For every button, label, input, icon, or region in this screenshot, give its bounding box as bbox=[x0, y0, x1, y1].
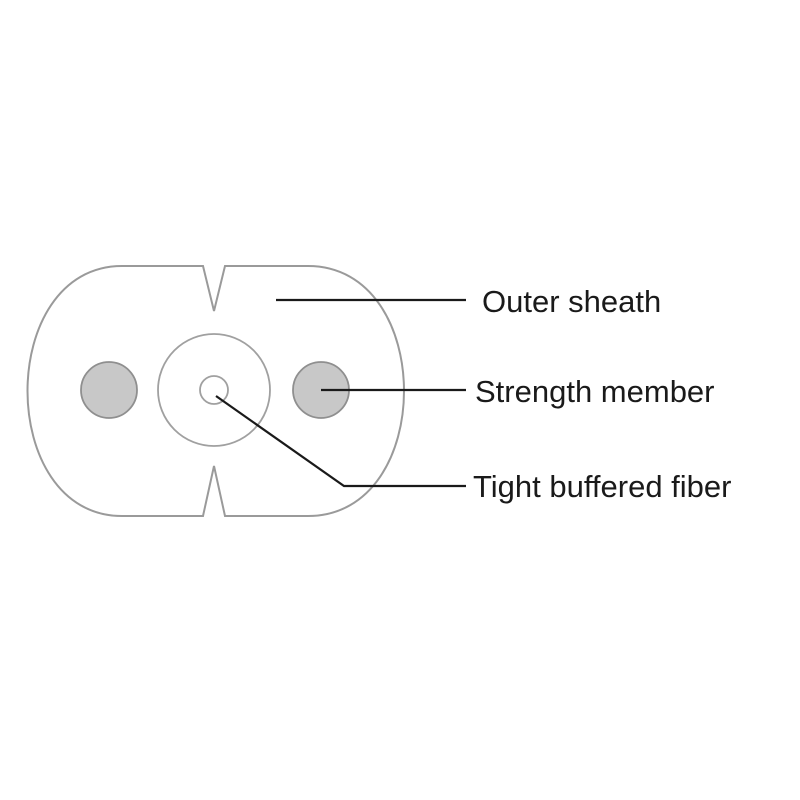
fiber-core bbox=[199, 375, 229, 405]
leader-line-tight-buffered-fiber bbox=[215, 395, 466, 488]
label-tight-buffered-fiber: Tight buffered fiber bbox=[473, 469, 732, 504]
label-strength-member: Strength member bbox=[475, 374, 715, 409]
label-outer-sheath: Outer sheath bbox=[482, 284, 661, 319]
strength-member-left bbox=[80, 361, 138, 419]
